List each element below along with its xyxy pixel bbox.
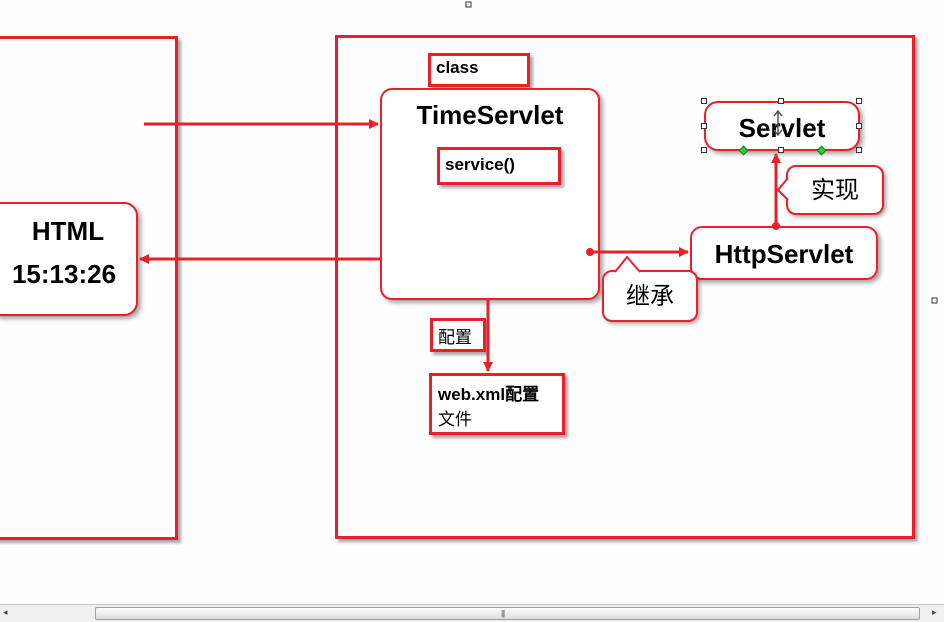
httpservlet-node[interactable]: HttpServlet (690, 226, 878, 280)
connector-layer (139, 1, 938, 372)
grip-lines-icon: ||| (501, 609, 505, 618)
selection-handle[interactable] (701, 123, 707, 129)
webxml-line1: web.xml配置 (438, 385, 540, 404)
scrollbar-thumb[interactable]: ||| (95, 607, 920, 620)
page-edge-handle[interactable] (931, 297, 938, 304)
webxml-line2: 文件 (438, 410, 472, 429)
implements-arrow-start (772, 222, 780, 230)
server-container (335, 35, 915, 539)
timeservlet-node[interactable]: TimeServlet (380, 88, 600, 300)
page-edge-handle[interactable] (465, 1, 472, 8)
service-method-box: service() (437, 147, 561, 185)
inherits-arrow-start (586, 248, 594, 256)
selection-handle[interactable] (856, 123, 862, 129)
timeservlet-title: TimeServlet (416, 100, 564, 130)
move-cursor-icon (773, 109, 783, 137)
html-output-node[interactable]: HTML 15:13:26 (0, 202, 138, 316)
selection-handle[interactable] (856, 147, 862, 153)
scroll-left-icon[interactable]: ◂ (3, 607, 8, 617)
httpservlet-title: HttpServlet (714, 239, 854, 269)
servlet-interface-node[interactable]: Servlet (704, 101, 860, 151)
servlet-title: Servlet (738, 113, 826, 143)
implements-label: 实现 (811, 176, 859, 204)
html-title: HTML (31, 216, 105, 246)
inherits-callout-pointer (614, 255, 641, 273)
implements-callout: 实现 (786, 165, 884, 215)
selection-handle[interactable] (778, 98, 784, 104)
selection-handle[interactable] (701, 147, 707, 153)
html-time: 15:13:26 (11, 259, 117, 289)
class-label: class (428, 53, 530, 87)
selection-handle[interactable] (856, 98, 862, 104)
horizontal-scrollbar[interactable]: ◂ ||| ▸ (0, 604, 944, 622)
selection-handle[interactable] (778, 147, 784, 153)
config-label: 配置 (430, 318, 486, 352)
selection-handle[interactable] (701, 98, 707, 104)
inherits-callout: 继承 (602, 270, 698, 322)
implements-callout-pointer (776, 177, 789, 201)
browser-container (0, 36, 178, 540)
inherits-label: 继承 (626, 282, 674, 310)
webxml-config-box: web.xml配置 文件 (429, 373, 565, 435)
scroll-right-icon[interactable]: ▸ (932, 607, 937, 617)
diagram-canvas: HTML 15:13:26 class TimeServlet service(… (0, 1, 938, 540)
